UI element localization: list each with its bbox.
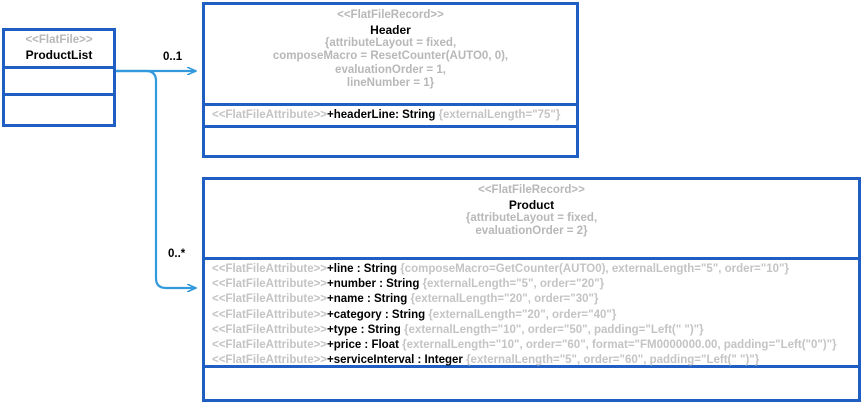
class-tag-line: lineNumber = 1} (346, 77, 435, 90)
class-operations-compartment-header (205, 125, 576, 155)
class-tag-line: evaluationOrder = 1, (335, 63, 446, 76)
attribute-properties: {externalLength="20", order="30"} (410, 293, 599, 306)
attribute-stereotype: <<FlatFileAttribute>> (212, 278, 328, 291)
class-operations-compartment-product (205, 365, 858, 396)
attribute-row[interactable]: <<FlatFileAttribute>>+line : String {com… (212, 262, 853, 277)
attribute-properties: {externalLength="5", order="60", padding… (466, 354, 760, 367)
multiplicity-label-header: 0..1 (163, 51, 183, 63)
class-tag-line: composeMacro = ResetCounter(AUTO0, 0), (272, 50, 509, 63)
attribute-signature: +number : String (327, 278, 420, 291)
attribute-row[interactable]: <<FlatFileAttribute>>+headerLine: String… (212, 108, 571, 123)
attribute-stereotype: <<FlatFileAttribute>> (212, 308, 328, 321)
class-stereotype-product: <<FlatFileRecord>> (478, 184, 585, 196)
attribute-stereotype: <<FlatFileAttribute>> (212, 338, 328, 351)
class-stereotype-product-list: <<FlatFile>> (25, 34, 93, 46)
class-box-product[interactable]: <<FlatFileRecord>> Product {attributeLay… (202, 177, 861, 402)
association-line-product (116, 69, 196, 288)
class-stereotype-header: <<FlatFileRecord>> (337, 9, 444, 21)
attribute-properties: {externalLength="10", order="60", format… (402, 338, 837, 351)
attribute-properties: {externalLength="5", order="20"} (422, 278, 605, 291)
class-tag-line: {attributeLayout = fixed, (465, 211, 598, 224)
class-title-compartment-product: <<FlatFileRecord>> Product {attributeLay… (205, 180, 858, 257)
class-title-compartment-product-list: <<FlatFile>> ProductList (5, 31, 113, 66)
attribute-row[interactable]: <<FlatFileAttribute>>+type : String {ext… (212, 323, 853, 338)
class-name-header: Header (370, 22, 411, 37)
attribute-signature: +type : String (327, 323, 401, 336)
attribute-properties: {composeMacro=GetCounter(AUTO0), externa… (400, 263, 789, 275)
attribute-stereotype: <<FlatFileAttribute>> (212, 263, 328, 275)
attribute-signature: +name : String (327, 293, 408, 306)
attribute-signature: +price : Float (327, 338, 399, 351)
attribute-stereotype: <<FlatFileAttribute>> (212, 354, 328, 367)
attribute-row[interactable]: <<FlatFileAttribute>>+name : String {ext… (212, 292, 853, 307)
attribute-row[interactable]: <<FlatFileAttribute>>+price : Float {ext… (212, 338, 853, 353)
class-attributes-compartment-product: <<FlatFileAttribute>>+line : String {com… (205, 257, 858, 368)
class-tag-line: {attributeLayout = fixed, (324, 36, 457, 49)
class-attributes-compartment-header: <<FlatFileAttribute>>+headerLine: String… (205, 103, 576, 125)
attribute-signature: +line : String (327, 263, 397, 275)
class-name-product-list: ProductList (25, 47, 93, 62)
class-tag-line: evaluationOrder = 2} (475, 225, 588, 238)
class-operations-compartment-product-list (5, 92, 113, 120)
attribute-properties: {externalLength="20", order="40"} (428, 308, 617, 321)
attribute-properties: {externalLength="75"} (438, 109, 561, 121)
attribute-row[interactable]: <<FlatFileAttribute>>+number : String {e… (212, 277, 853, 292)
attribute-properties: {externalLength="10", order="50", paddin… (404, 323, 704, 336)
attribute-signature: +headerLine: String (327, 109, 436, 121)
attribute-row[interactable]: <<FlatFileAttribute>>+category : String … (212, 308, 853, 323)
attribute-stereotype: <<FlatFileAttribute>> (212, 323, 328, 336)
class-title-compartment-header: <<FlatFileRecord>> Header {attributeLayo… (205, 5, 576, 103)
attribute-stereotype: <<FlatFileAttribute>> (212, 109, 328, 121)
class-name-product: Product (508, 197, 555, 212)
class-box-header[interactable]: <<FlatFileRecord>> Header {attributeLayo… (202, 2, 579, 158)
class-attributes-compartment-product-list (5, 65, 113, 93)
multiplicity-label-product: 0..* (168, 248, 186, 260)
attribute-stereotype: <<FlatFileAttribute>> (212, 293, 328, 306)
attribute-row[interactable]: <<FlatFileAttribute>>+serviceInterval : … (212, 353, 853, 368)
attribute-signature: +serviceInterval : Integer (327, 354, 463, 367)
attribute-signature: +category : String (327, 308, 426, 321)
class-box-product-list[interactable]: <<FlatFile>> ProductList (2, 28, 116, 127)
